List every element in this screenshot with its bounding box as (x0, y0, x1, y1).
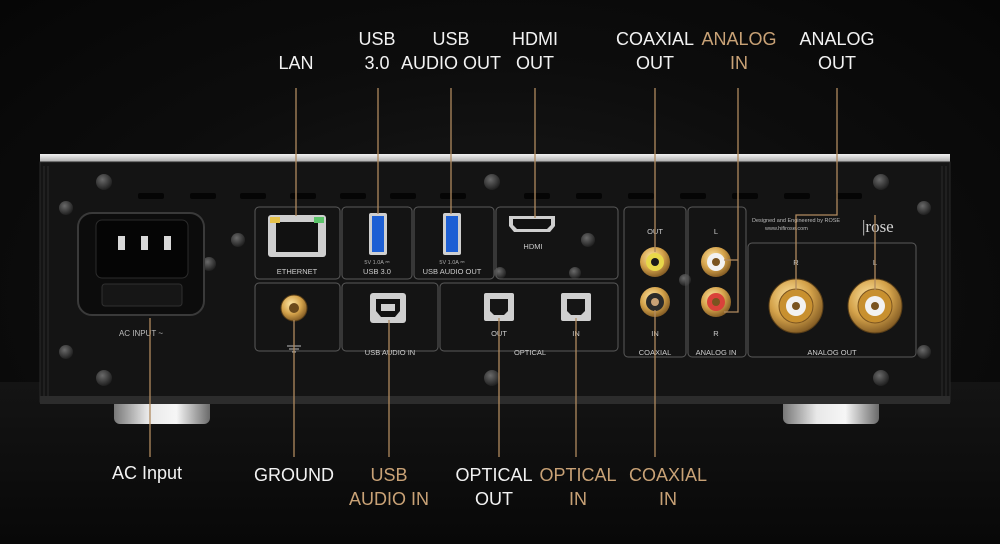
analog-out-l-jack (847, 278, 903, 334)
analog-in-l-jack (701, 247, 731, 277)
callout-analog-in-line-1: ANALOG (701, 29, 777, 49)
callout-optical-out: OPTICAL OUT (455, 463, 532, 511)
callout-usb30-line-1: USB (358, 29, 396, 49)
callout-lan-line-1: LAN (278, 53, 314, 73)
side-fins (43, 166, 947, 396)
usb-audio-out-rating: 5V 1.0A ⎓ (439, 260, 465, 266)
rose-logo: |rose (862, 217, 894, 236)
coaxial-out-jack (640, 247, 670, 277)
coaxial-in-jack (640, 287, 670, 317)
callout-usb30: USB 3.0 (358, 27, 395, 75)
chassis-bottom-lip (40, 396, 950, 404)
callout-usb-audio-out: USB AUDIO OUT (401, 27, 501, 75)
ac-inlet (77, 212, 205, 316)
callout-usb-audio-in: USB AUDIO IN (349, 463, 429, 511)
callout-analog-out-line-2: OUT (818, 53, 856, 73)
callout-coaxial-out-line-2: OUT (636, 53, 674, 73)
callout-optical-in-line-1: OPTICAL (539, 465, 617, 485)
chassis-top-lip (40, 154, 950, 164)
analog-out-panel-label: ANALOG OUT (807, 348, 857, 357)
callout-ac-input: AC Input (112, 461, 182, 485)
brand-line-2: www.hifirose.com (764, 226, 808, 232)
callout-hdmi-out-line-2: OUT (516, 53, 554, 73)
hdmi-port (509, 216, 555, 232)
callout-analog-out: ANALOG OUT (799, 27, 874, 75)
hdmi-panel-label: HDMI (523, 242, 542, 251)
analog-in-r-jack (701, 287, 731, 317)
callout-ground-line-1: GROUND (254, 465, 334, 485)
callout-optical-in: OPTICAL IN (539, 463, 616, 511)
callout-usb30-line-2: 3.0 (364, 53, 390, 73)
usb-audio-in-port (370, 293, 406, 323)
analog-in-r-label: R (713, 329, 719, 338)
callout-ac-input-line-1: AC Input (111, 463, 183, 483)
usb-audio-out-panel-label: USB AUDIO OUT (423, 267, 482, 276)
callout-coaxial-out-line-1: COAXIAL (615, 29, 695, 49)
callout-optical-in-line-2: IN (569, 489, 587, 509)
usb30-port (369, 213, 387, 255)
callout-analog-in-line-2: IN (730, 53, 748, 73)
callout-usb-audio-out-line-1: USB (432, 29, 470, 49)
callout-coaxial-in-line-1: COAXIAL (628, 465, 708, 485)
callout-coaxial-out: COAXIAL OUT (616, 27, 694, 75)
analog-in-panel-label: ANALOG IN (696, 348, 737, 357)
callout-usb-audio-in-line-1: USB (370, 465, 408, 485)
usb-audio-in-panel-label: USB AUDIO IN (365, 348, 415, 357)
callout-ground: GROUND (254, 463, 334, 487)
callout-analog-in: ANALOG IN (701, 27, 776, 75)
callout-hdmi-out-line-1: HDMI (512, 29, 558, 49)
optical-out-port (484, 293, 514, 321)
callout-coaxial-in: COAXIAL IN (629, 463, 707, 511)
usb30-panel-label: USB 3.0 (363, 267, 391, 276)
callout-usb-audio-in-line-2: AUDIO IN (348, 489, 430, 509)
ethernet-port (268, 215, 326, 257)
usb30-rating: 5V 1.0A ⎓ (364, 260, 390, 266)
usb-audio-out-port (443, 213, 461, 255)
analog-in-l-label: L (714, 227, 718, 236)
callout-coaxial-in-line-2: IN (659, 489, 677, 509)
analog-out-r-jack (768, 278, 824, 334)
optical-panel-label: OPTICAL (514, 348, 546, 357)
leader-lines (149, 88, 876, 457)
callout-lan: LAN (278, 51, 313, 75)
callout-analog-out-line-1: ANALOG (799, 29, 875, 49)
ethernet-panel-label: ETHERNET (277, 267, 318, 276)
ac-input-panel-label: AC INPUT ~ (119, 329, 163, 338)
callout-hdmi-out: HDMI OUT (512, 27, 558, 75)
optical-in-port (561, 293, 591, 321)
callout-optical-out-line-2: OUT (475, 489, 513, 509)
callout-optical-out-line-1: OPTICAL (455, 465, 533, 485)
callout-usb-audio-out-line-2: AUDIO OUT (400, 53, 502, 73)
